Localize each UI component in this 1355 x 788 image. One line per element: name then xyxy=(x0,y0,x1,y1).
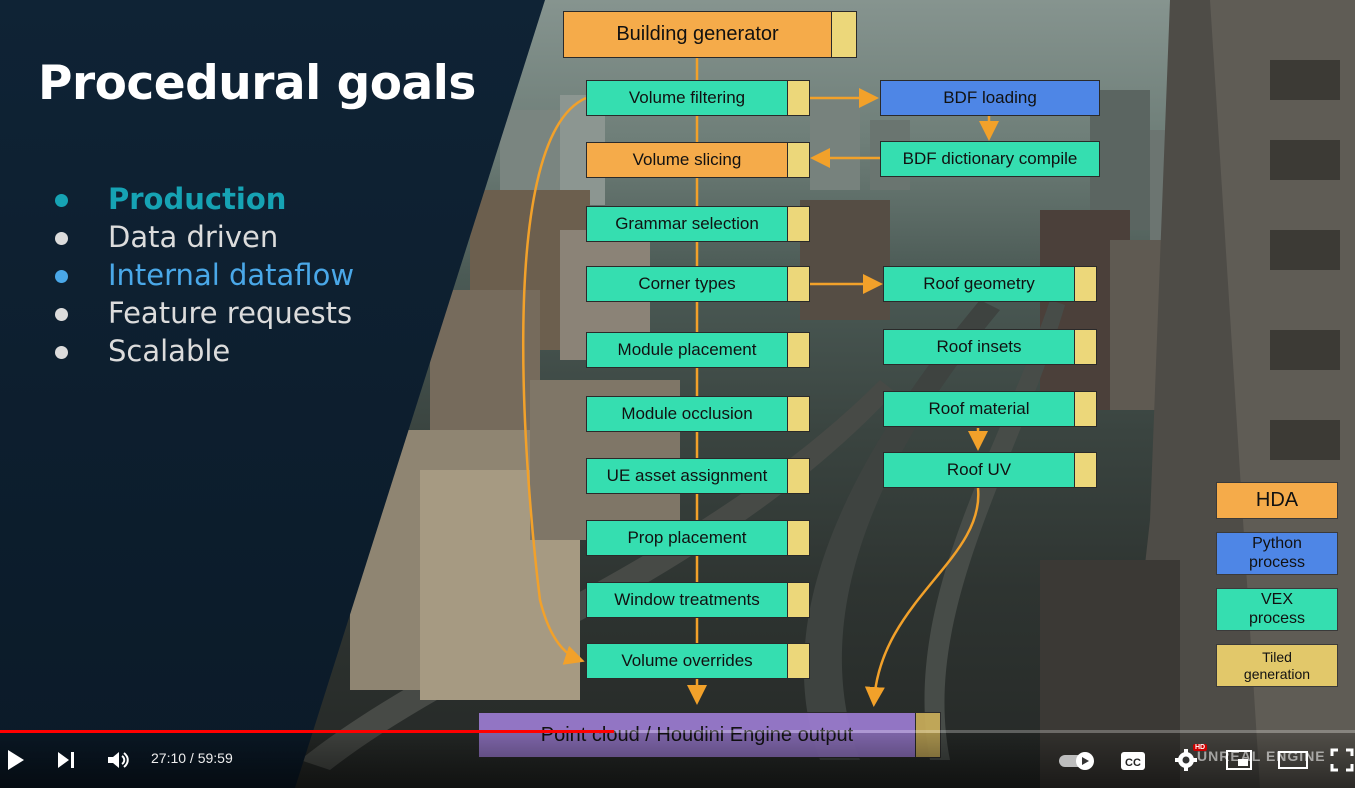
node-corner-types: Corner types xyxy=(586,266,810,302)
node-tab xyxy=(787,81,809,115)
settings-icon[interactable] xyxy=(1174,748,1198,772)
node-tab xyxy=(787,397,809,431)
theater-icon[interactable] xyxy=(1278,751,1308,769)
bullet-dot xyxy=(55,194,68,207)
node-label: Roof geometry xyxy=(923,274,1035,293)
node-roof-material: Roof material xyxy=(883,391,1097,427)
next-icon[interactable] xyxy=(56,750,76,770)
node-tab xyxy=(787,207,809,241)
node-label: Corner types xyxy=(638,274,736,293)
legend-hda: HDA xyxy=(1216,482,1338,519)
legend-vex-process: VEX process xyxy=(1216,588,1338,631)
node-tab xyxy=(1074,267,1096,301)
hd-badge: HD xyxy=(1193,744,1208,751)
node-roof-geometry: Roof geometry xyxy=(883,266,1097,302)
node-label: Module placement xyxy=(617,340,757,359)
node-bdf-dictionary-compile: BDF dictionary compile xyxy=(880,141,1100,177)
node-label: Volume filtering xyxy=(628,88,746,107)
svg-text:CC: CC xyxy=(1125,757,1141,769)
player-controls: 27:10 / 59:59 UNREAL ENGINE CC HD xyxy=(0,733,1355,788)
play-icon[interactable] xyxy=(6,749,26,771)
miniplayer-icon[interactable] xyxy=(1226,750,1252,770)
node-tab xyxy=(787,143,809,177)
bullet-text: Data driven xyxy=(108,220,279,254)
node-grammar-selection: Grammar selection xyxy=(586,206,810,242)
volume-icon[interactable] xyxy=(106,749,130,771)
node-tab xyxy=(787,583,809,617)
progress-bar[interactable] xyxy=(0,730,1355,733)
bullet-dot xyxy=(55,232,68,245)
node-module-placement: Module placement xyxy=(586,332,810,368)
bullet-dot xyxy=(55,270,68,283)
node-roof-uv: Roof UV xyxy=(883,452,1097,488)
node-volume-overrides: Volume overrides xyxy=(586,643,810,679)
node-label: Volume overrides xyxy=(621,651,753,670)
bullet-dot xyxy=(55,346,68,359)
node-tab xyxy=(787,644,809,678)
node-tab xyxy=(1074,453,1096,487)
node-label: UE asset assignment xyxy=(606,466,768,485)
slide-title: Procedural goals xyxy=(38,56,476,111)
node-label: Prop placement xyxy=(627,528,747,547)
node-tab xyxy=(787,521,809,555)
legend-python-process: Python process xyxy=(1216,532,1338,575)
node-label: Volume slicing xyxy=(632,150,742,169)
node-label: Module occlusion xyxy=(621,404,753,423)
node-tab xyxy=(787,459,809,493)
bullet-text: Scalable xyxy=(108,334,231,368)
node-label: Roof UV xyxy=(946,460,1012,479)
node-label: Roof insets xyxy=(936,337,1022,356)
node-tab xyxy=(1074,392,1096,426)
node-building-generator: Building generator xyxy=(563,11,857,58)
node-window-treatments: Window treatments xyxy=(586,582,810,618)
node-tab xyxy=(1074,330,1096,364)
node-module-occlusion: Module occlusion xyxy=(586,396,810,432)
progress-played xyxy=(0,730,614,733)
node-roof-insets: Roof insets xyxy=(883,329,1097,365)
time-display: 27:10 / 59:59 xyxy=(151,750,233,766)
node-volume-filtering: Volume filtering xyxy=(586,80,810,116)
node-bdf-loading: BDF loading xyxy=(880,80,1100,116)
node-label: Window treatments xyxy=(614,590,760,609)
node-label: Roof material xyxy=(928,399,1030,418)
node-label: Building generator xyxy=(616,23,779,45)
node-tab xyxy=(787,267,809,301)
node-prop-placement: Prop placement xyxy=(586,520,810,556)
autoplay-toggle[interactable] xyxy=(1058,750,1098,772)
node-label: BDF loading xyxy=(943,88,1037,107)
bullet-text: Production xyxy=(108,182,287,216)
bullet-dot xyxy=(55,308,68,321)
bullet-text: Internal dataflow xyxy=(108,258,355,292)
fullscreen-icon[interactable] xyxy=(1330,748,1354,772)
node-label: Grammar selection xyxy=(615,214,759,233)
legend-tiled-generation: Tiled generation xyxy=(1216,644,1338,687)
node-tab xyxy=(831,12,856,57)
node-volume-slicing: Volume slicing xyxy=(586,142,810,178)
node-ue-asset-assignment: UE asset assignment xyxy=(586,458,810,494)
cc-icon[interactable]: CC xyxy=(1120,751,1146,771)
node-label: BDF dictionary compile xyxy=(902,149,1078,168)
node-tab xyxy=(787,333,809,367)
bullet-text: Feature requests xyxy=(108,296,353,330)
